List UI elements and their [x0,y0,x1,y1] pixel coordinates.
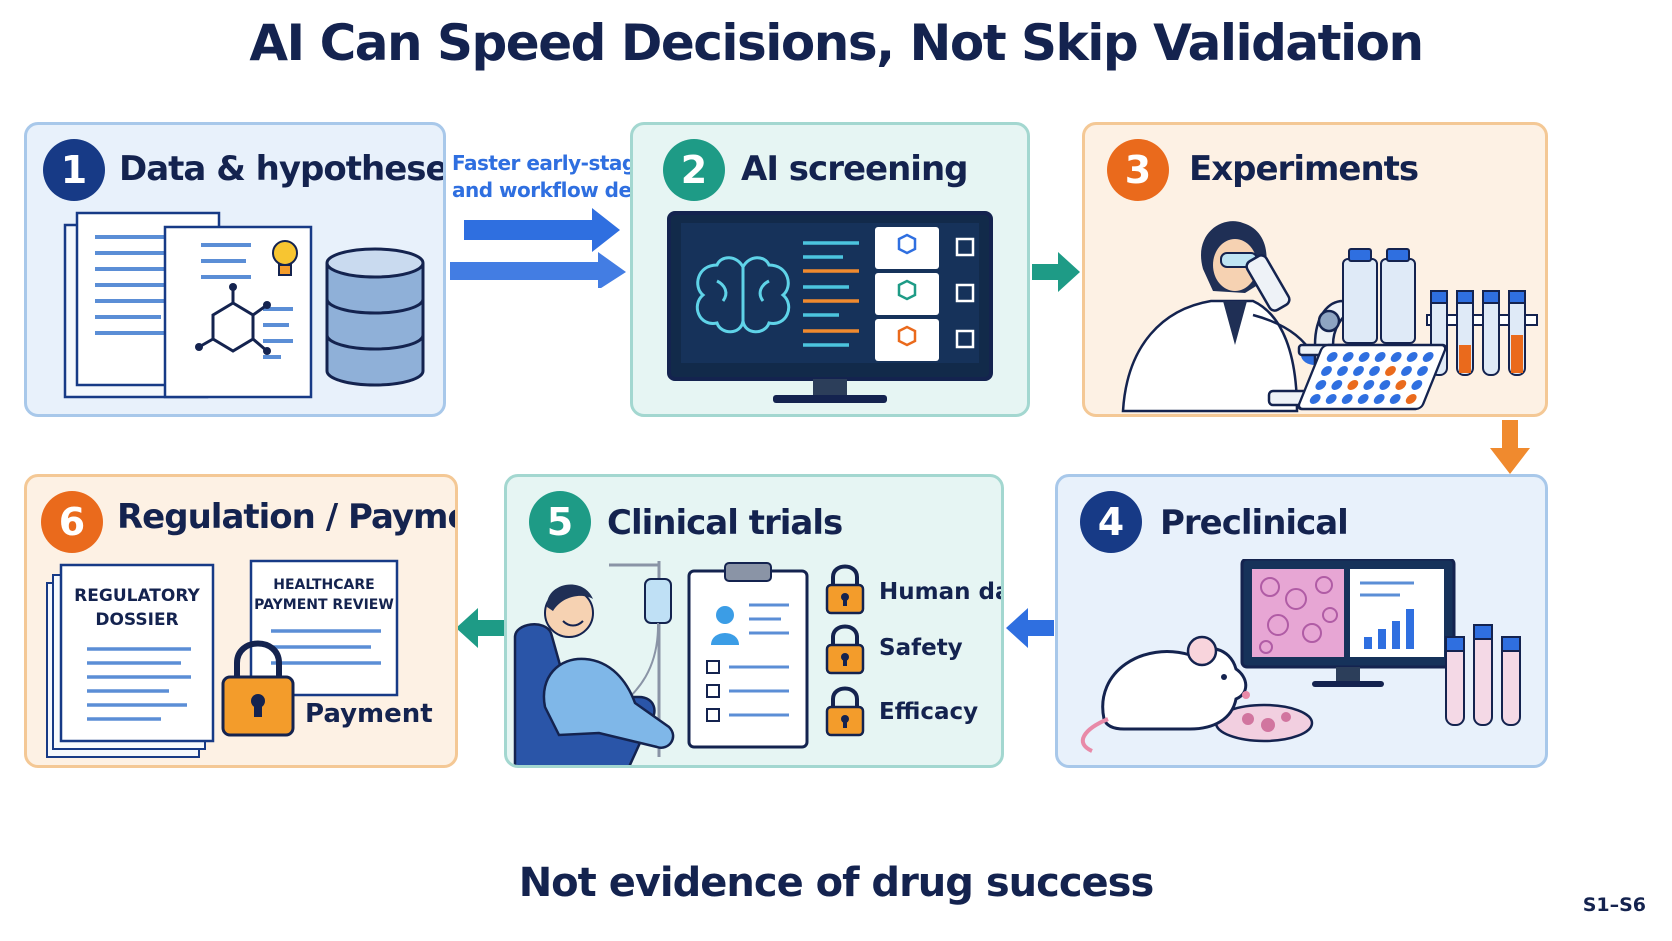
stage-5-title: Clinical trials [607,503,843,543]
arrow-5-to-6 [456,608,504,648]
stage-3-panel: 3 Experiments [1082,122,1548,417]
stage-6-badge: 6 [41,491,103,553]
documents-database-illustration [63,211,425,399]
dossier-line-1: REGULATORY [74,586,200,606]
ai-monitor-illustration [667,211,993,403]
lock-icon [825,624,865,675]
stage-6-title: Regulation / Payment [117,497,455,537]
gate-efficacy: Efficacy [879,699,979,725]
stage-3-badge: 3 [1107,139,1169,201]
arrow-3-to-4 [1490,420,1530,474]
lab-scientist-illustration [1121,221,1538,413]
connector-note-line-1: Faster early-stage [452,151,649,175]
lock-icon [825,564,865,615]
gate-payment: Payment [305,699,433,729]
arrow-4-to-5 [1006,608,1054,648]
gate-safety: Safety [879,635,963,661]
regulatory-documents-illustration: REGULATORY DOSSIER HEALTHCARE PAYMENT RE… [46,559,399,758]
payment-doc-line-1: HEALTHCARE [273,577,374,593]
stage-2-badge: 2 [663,139,725,201]
stage-1-panel: 1 Data & hypotheses [24,122,446,417]
stage-1-badge: 1 [43,139,105,201]
footer-statement: Not evidence of drug success [518,860,1155,906]
stage-1-title: Data & hypotheses [119,149,446,189]
stage-4-title: Preclinical [1160,503,1349,543]
payment-doc-line-2: PAYMENT REVIEW [254,597,394,613]
dossier-line-2: DOSSIER [95,610,178,630]
reference-label: S1–S6 [1582,894,1646,916]
arrow-2-to-3 [1032,252,1080,292]
lock-icon [825,686,865,737]
stage-2-title: AI screening [741,149,968,189]
stage-2-panel: 2 AI screening [630,122,1030,417]
page-title: AI Can Speed Decisions, Not Skip Validat… [249,14,1424,72]
clinical-trial-illustration [513,561,809,765]
stage-5-badge: 5 [529,491,591,553]
gate-human-data: Human data [879,579,1001,605]
fast-arrows [450,208,626,288]
stage-4-badge: 4 [1080,491,1142,553]
stage-3-title: Experiments [1189,149,1419,189]
preclinical-illustration [1080,559,1521,753]
stage-5-panel: 5 Clinical trials Human data [504,474,1004,768]
stage-6-panel: 6 Regulation / Payment REGULATORY DOSSIE… [24,474,458,768]
stage-4-panel: 4 Preclinical [1055,474,1548,768]
